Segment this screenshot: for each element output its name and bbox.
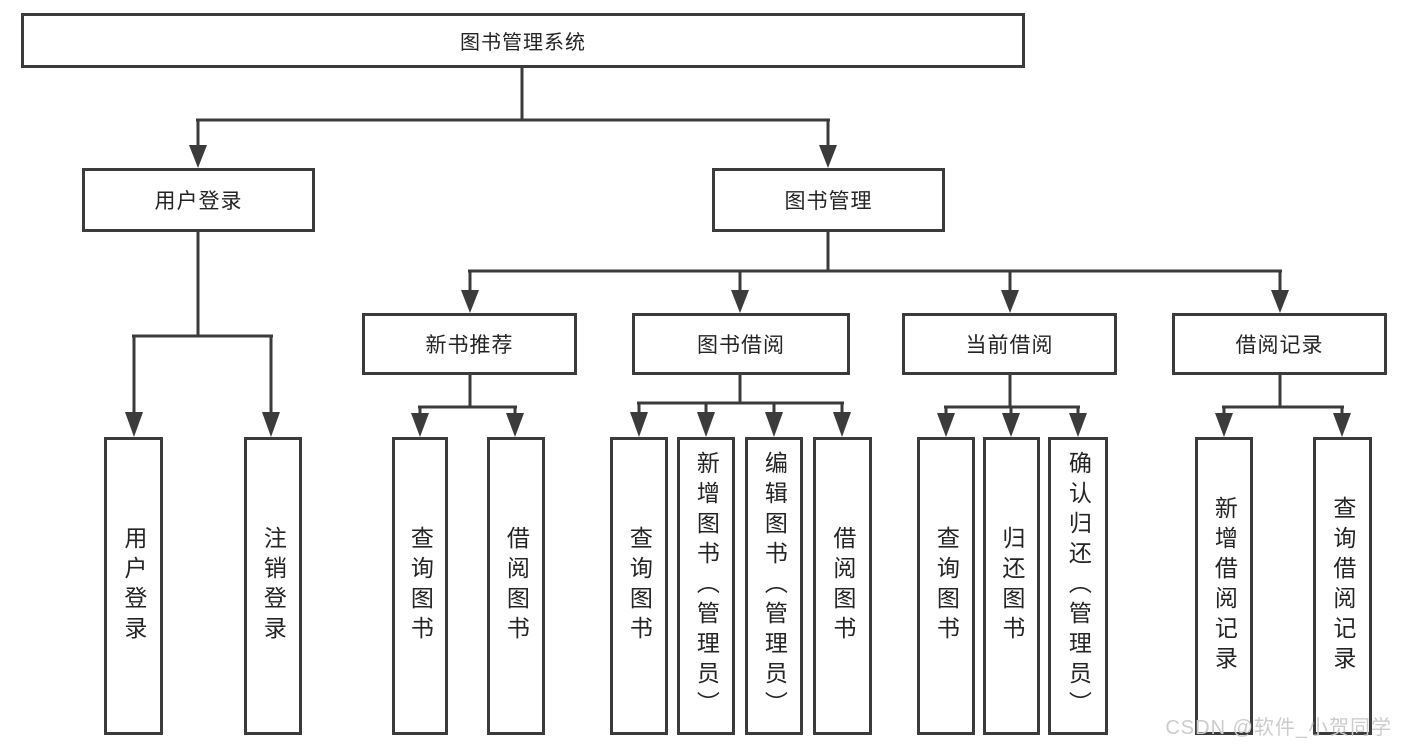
- arrow-down-icon: [765, 412, 783, 437]
- node-borrow-records: 借阅记录: [1172, 313, 1387, 375]
- leaf-user-login-label: 用户登录: [120, 526, 147, 646]
- arrow-down-icon: [411, 413, 429, 437]
- leaf-edit-book-admin-label: 编辑图书（管理员）: [761, 451, 788, 721]
- leaf-add-book-admin: 新增图书（管理员）: [677, 437, 735, 735]
- connector-current-borrow: [937, 375, 1087, 437]
- arrow-down-icon: [731, 290, 749, 313]
- node-new-book-recommend-label: 新书推荐: [425, 334, 514, 357]
- leaf-user-login: 用户登录: [104, 437, 163, 735]
- leaf-confirm-return-admin: 确认归还（管理员）: [1048, 437, 1108, 735]
- arrow-down-icon: [1271, 290, 1289, 313]
- leaf-borrow-books: 借阅图书: [813, 437, 872, 735]
- leaf-borrow-books-recommend-label: 借阅图书: [503, 526, 530, 646]
- arrow-down-icon: [697, 412, 715, 437]
- leaf-add-book-admin-label: 新增图书（管理员）: [693, 451, 720, 721]
- node-borrow-records-label: 借阅记录: [1235, 334, 1324, 357]
- leaf-query-books-current-label: 查询图书: [933, 526, 960, 646]
- node-book-management: 图书管理: [712, 168, 945, 232]
- connector-borrow-records: [1215, 375, 1351, 437]
- arrow-down-icon: [461, 290, 479, 313]
- leaf-query-books-borrow-label: 查询图书: [626, 526, 653, 646]
- node-book-management-label: 图书管理: [784, 190, 873, 213]
- leaf-borrow-books-recommend: 借阅图书: [487, 437, 545, 735]
- watermark: CSDN @软件_小贺同学: [1165, 717, 1392, 739]
- leaf-add-borrow-record: 新增借阅记录: [1195, 437, 1253, 735]
- arrow-down-icon: [1333, 413, 1351, 437]
- leaf-return-book-label: 归还图书: [998, 526, 1025, 646]
- arrow-down-icon: [819, 145, 837, 168]
- node-current-borrow-label: 当前借阅: [965, 334, 1054, 357]
- leaf-query-borrow-record-label: 查询借阅记录: [1329, 496, 1356, 676]
- arrow-down-icon: [506, 413, 524, 437]
- connector-book-borrow: [630, 375, 851, 437]
- connector-book-management: [461, 232, 1289, 313]
- leaf-query-books-recommend-label: 查询图书: [407, 526, 434, 646]
- leaf-query-books-borrow: 查询图书: [610, 437, 668, 735]
- leaf-query-books-recommend: 查询图书: [392, 437, 448, 735]
- connector-user-login: [125, 232, 280, 437]
- node-book-borrow: 图书借阅: [632, 313, 850, 375]
- node-new-book-recommend: 新书推荐: [362, 313, 577, 375]
- leaf-logout: 注销登录: [244, 437, 302, 735]
- node-current-borrow: 当前借阅: [902, 313, 1117, 375]
- arrow-down-icon: [1002, 413, 1020, 437]
- arrow-down-icon: [262, 412, 280, 437]
- arrow-down-icon: [189, 145, 207, 168]
- connector-new-book-recommend: [411, 375, 524, 437]
- leaf-query-books-current: 查询图书: [917, 437, 975, 735]
- leaf-return-book: 归还图书: [983, 437, 1040, 735]
- node-user-login-label: 用户登录: [154, 190, 243, 213]
- node-root: 图书管理系统: [21, 13, 1025, 68]
- leaf-edit-book-admin: 编辑图书（管理员）: [745, 437, 803, 735]
- leaf-add-borrow-record-label: 新增借阅记录: [1211, 496, 1238, 676]
- leaf-logout-label: 注销登录: [260, 526, 287, 646]
- arrow-down-icon: [630, 412, 648, 437]
- node-book-borrow-label: 图书借阅: [697, 334, 785, 357]
- arrow-down-icon: [1001, 290, 1019, 313]
- arrow-down-icon: [1215, 413, 1233, 437]
- connector-root: [189, 68, 837, 168]
- node-user-login: 用户登录: [82, 168, 315, 232]
- arrow-down-icon: [125, 412, 143, 437]
- node-root-label: 图书管理系统: [460, 32, 586, 54]
- arrow-down-icon: [937, 413, 955, 437]
- arrow-down-icon: [833, 412, 851, 437]
- arrow-down-icon: [1069, 413, 1087, 437]
- leaf-borrow-books-label: 借阅图书: [829, 526, 856, 646]
- leaf-confirm-return-admin-label: 确认归还（管理员）: [1065, 451, 1092, 721]
- leaf-query-borrow-record: 查询借阅记录: [1313, 437, 1372, 735]
